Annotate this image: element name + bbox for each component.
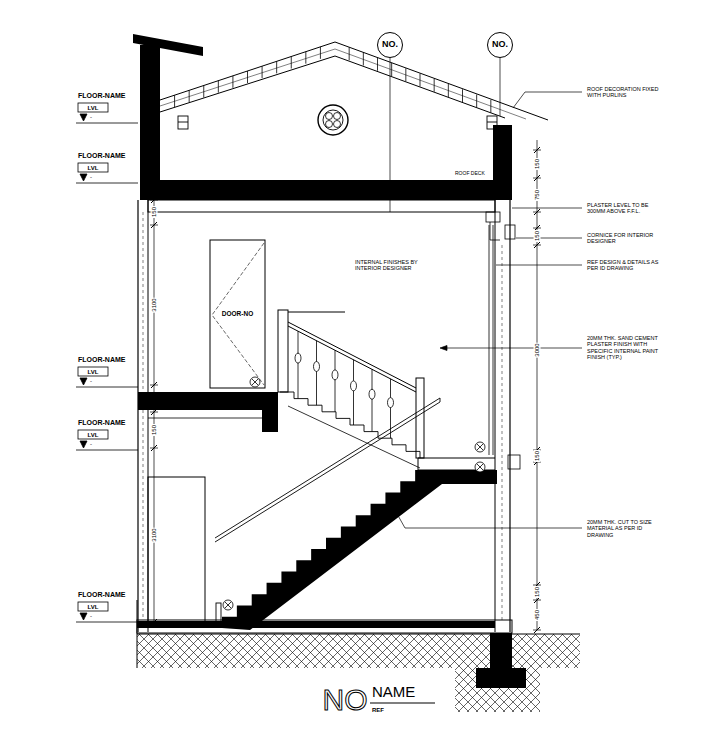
level-tag: LVL xyxy=(88,431,99,438)
grid-bubble: NO. xyxy=(487,32,513,58)
annotation-note: 20MM THK. CUT TO SIZE MATERIAL AS PER ID… xyxy=(587,519,667,538)
node-text: NO. xyxy=(381,40,399,50)
landing xyxy=(278,310,495,470)
node-text: DOOR-NO xyxy=(221,310,254,317)
footing xyxy=(490,630,512,670)
parapet-wall xyxy=(140,45,160,200)
level-name: FLOOR-NAME xyxy=(78,419,125,427)
level-name: FLOOR-NAME xyxy=(78,152,125,160)
footing-base xyxy=(476,668,526,688)
first-floor-slab xyxy=(138,392,278,432)
annotation-note: ROOF DECORATION FIXED WITH PURLINS xyxy=(587,86,667,99)
dimension-text: 150 xyxy=(534,230,541,242)
grid-bubble: NO. xyxy=(377,32,403,58)
parapet-cap xyxy=(133,34,203,56)
attic-slab xyxy=(140,180,512,200)
ground-door xyxy=(148,477,205,622)
level-value: - xyxy=(90,174,92,181)
level-tag: LVL xyxy=(88,368,99,375)
dimension-text: 750 xyxy=(534,189,541,201)
level-tag: LVL xyxy=(88,603,99,610)
drawing-name: NAME xyxy=(372,683,415,700)
dimension-text: 3000 xyxy=(534,342,541,357)
annotation-note: INTERNAL FINISHES BY INTERIOR DESIGNER xyxy=(355,259,437,272)
dimension-text: 150 xyxy=(534,158,541,170)
level-tag: LVL xyxy=(88,164,99,171)
dimension-text: 150 xyxy=(151,206,158,218)
dimension-text: 3100 xyxy=(151,297,158,312)
dimension-text: 150 xyxy=(534,450,541,462)
level-value: - xyxy=(90,441,92,448)
walls xyxy=(138,200,520,632)
node-text: NO. xyxy=(491,40,509,50)
level-name: FLOOR-NAME xyxy=(78,356,125,364)
level-name: FLOOR-NAME xyxy=(78,591,125,599)
level-value: - xyxy=(90,114,92,121)
door-box: DOOR-NO xyxy=(210,240,265,388)
level-value: - xyxy=(90,378,92,385)
drawing-number: NO xyxy=(323,685,368,715)
level-tag: LVL xyxy=(88,104,99,111)
annotation-note: 20MM THK. SAND CEMENT PLASTER FINISH WIT… xyxy=(587,335,667,360)
annotation-note: ROOF DECK xyxy=(455,171,485,177)
dimension-text: 150 xyxy=(151,424,158,436)
dimension-line xyxy=(150,140,541,633)
level-name: FLOOR-NAME xyxy=(78,92,125,100)
level-value: - xyxy=(90,613,92,620)
annotation-note: PLASTER LEVEL TO BE 300MM ABOVE F.F.L. xyxy=(587,202,667,215)
round-window xyxy=(318,105,348,135)
title-underline xyxy=(370,702,435,703)
annotation-note: REF DESIGN & DETAILS AS PER ID DRAWING xyxy=(587,259,667,272)
purlins xyxy=(178,116,497,129)
staircase xyxy=(222,322,497,630)
drawing-ref: REF xyxy=(372,707,384,714)
section-marker xyxy=(223,377,485,610)
dimension-text: 450 xyxy=(534,609,541,621)
dimension-text: 3100 xyxy=(151,527,158,542)
level-marker xyxy=(76,103,138,622)
annotation-note: CORNICE FOR INTERIOR DESIGNER xyxy=(587,232,667,245)
handrail xyxy=(215,398,440,623)
dimension-text: 150 xyxy=(534,586,541,598)
leader-line xyxy=(396,92,582,528)
